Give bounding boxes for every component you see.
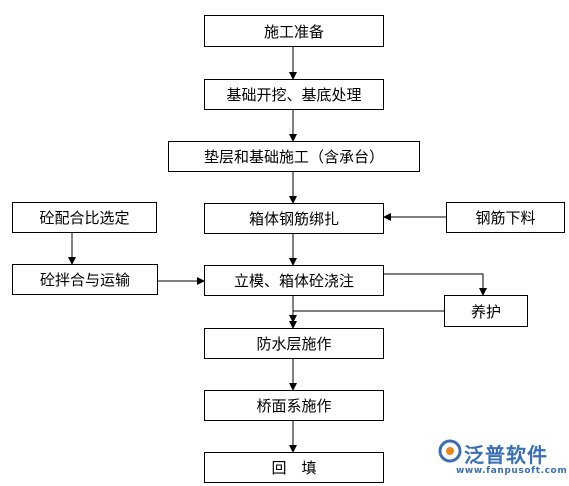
side-label: 钢筋下料 — [475, 209, 536, 227]
step-formwork-pouring: 立模、箱体砼浇注 — [204, 265, 384, 296]
arrow-curing-return — [289, 310, 444, 323]
step-label: 基础开挖、基底处理 — [226, 86, 362, 104]
step-label: 施工准备 — [263, 22, 324, 41]
side-label: 砼拌合与运输 — [39, 271, 130, 289]
arrow-pour-to-curing — [384, 273, 487, 296]
step-label: 防水层施作 — [256, 335, 332, 353]
step-label: 桥面系施作 — [256, 397, 332, 415]
step-backfill: 回 填 — [204, 452, 384, 483]
side-curing: 养护 — [444, 295, 528, 327]
step-label: 回 填 — [271, 459, 317, 477]
fanpu-logo: 泛普软件 www.fanpusoft.com — [438, 438, 567, 482]
fanpu-logo-icon — [438, 439, 462, 463]
step-waterproofing: 防水层施作 — [204, 328, 384, 359]
side-label: 养护 — [470, 302, 501, 321]
step-label: 箱体钢筋绑扎 — [248, 210, 339, 228]
side-mix-ratio-selection: 砼配合比选定 — [12, 202, 157, 233]
step-rebar-binding: 箱体钢筋绑扎 — [204, 203, 384, 234]
step-label: 垫层和基础施工（含承台） — [203, 148, 384, 166]
step-label: 立模、箱体砼浇注 — [233, 272, 354, 290]
step-construction-prep: 施工准备 — [204, 15, 384, 47]
logo-name: 泛普软件 — [464, 443, 548, 467]
side-rebar-cutting: 钢筋下料 — [446, 202, 565, 233]
side-mixing-transport: 砼拌合与运输 — [12, 264, 158, 295]
step-foundation-excavation: 基础开挖、基底处理 — [204, 79, 384, 110]
step-bridge-deck: 桥面系施作 — [204, 390, 384, 421]
logo-url: www.fanpusoft.com — [456, 466, 568, 476]
step-cushion-foundation: 垫层和基础施工（含承台） — [168, 141, 420, 172]
side-label: 砼配合比选定 — [39, 209, 130, 227]
